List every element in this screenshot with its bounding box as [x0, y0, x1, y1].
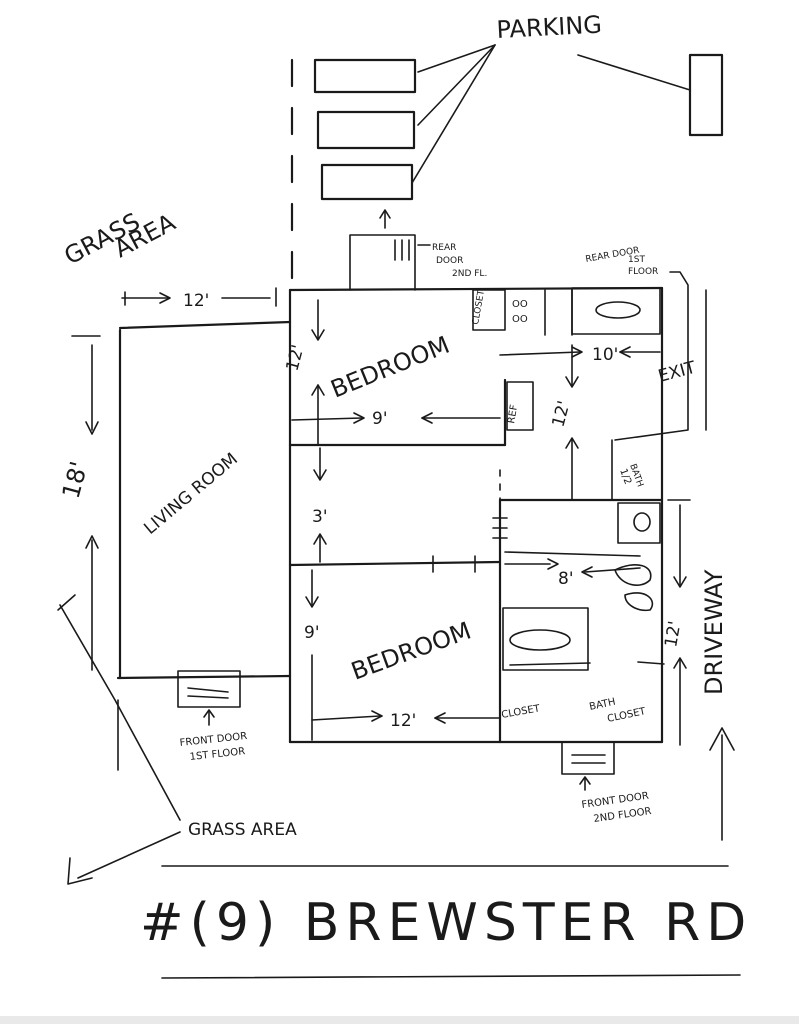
- bedroom-bottom-width-label: 12': [390, 711, 416, 731]
- bathroom: 8' CLOSET BATH CLOSET 12': [492, 498, 691, 746]
- rear-door-1st-label-2: 1ST: [628, 255, 645, 265]
- page-bottom-strip: [0, 1016, 799, 1024]
- parking-space-3: [320, 163, 414, 201]
- rear-door-2nd-label-1: REAR: [432, 243, 456, 253]
- living-room: 12' 18' LIVING ROOM: [57, 287, 292, 680]
- kitchen-width-label: 10': [592, 345, 618, 365]
- bedroom-bottom-label: BEDROOM: [347, 616, 474, 685]
- address-label: #(9) BREWSTER RD: [140, 893, 752, 953]
- stove-burner-row-1: OO: [512, 299, 528, 310]
- hall: 3': [312, 447, 328, 563]
- bath-width-label: 8': [558, 569, 574, 589]
- grass-area-top: GRASS AREA: [60, 207, 181, 270]
- rear-door-1st-label-3: FLOOR: [628, 267, 658, 277]
- rear-door-2nd-label-2: DOOR: [436, 256, 463, 266]
- front-door-1st-label-2: 1ST FLOOR: [189, 746, 246, 763]
- closet-bottom-label: CLOSET: [501, 703, 542, 721]
- parking-space-2: [316, 110, 416, 150]
- bedroom-top-width-label: 9': [372, 409, 388, 429]
- parking-label: PARKING: [496, 11, 603, 44]
- front-door-2nd: FRONT DOOR 2ND FLOOR: [561, 741, 652, 825]
- grass-area-bottom: GRASS AREA: [57, 594, 297, 885]
- bedroom-bottom: BEDROOM 9' 12': [288, 555, 502, 741]
- kitchen-length-label: 12': [549, 399, 575, 430]
- driveway-label: DRIVEWAY: [700, 569, 728, 695]
- kitchen: CLOSET OO OO 10' 12' REF: [471, 287, 661, 561]
- bath-closet-label-2: CLOSET: [606, 706, 647, 725]
- stove-burner-row-2: OO: [512, 314, 528, 325]
- bath-length-label: 12': [661, 619, 685, 648]
- bath-closet-label-1: BATH: [588, 697, 616, 713]
- hall-label: 3': [312, 507, 328, 527]
- address-block: #(9) BREWSTER RD: [140, 865, 752, 979]
- parking-area: PARKING: [313, 11, 724, 201]
- half-bath-label-1: 1/2: [617, 467, 633, 486]
- driveway: DRIVEWAY: [700, 569, 735, 841]
- front-door-2nd-label-2: 2ND FLOOR: [593, 806, 652, 825]
- rear-door-2nd-label-3: 2ND FL.: [452, 269, 487, 279]
- front-door-1st: FRONT DOOR 1ST FLOOR: [177, 670, 248, 763]
- parking-space-1: [313, 58, 417, 94]
- rear-door-2nd: REAR DOOR 2ND FL.: [349, 209, 487, 291]
- rear-door-1st: REAR DOOR 1ST FLOOR: [585, 246, 659, 277]
- bedroom-top-length-label: 12': [283, 343, 309, 374]
- living-width-label: 12': [183, 291, 209, 311]
- ref-label: REF: [506, 404, 520, 425]
- parking-space-4: [688, 53, 724, 137]
- grass-area-bottom-label: GRASS AREA: [188, 820, 297, 840]
- bedroom-bottom-length-label: 9': [304, 623, 320, 643]
- living-length-label: 18': [57, 458, 94, 501]
- bedroom-top-label: BEDROOM: [327, 331, 454, 404]
- half-bath: 1/2 BATH: [611, 439, 645, 501]
- living-room-label: LIVING ROOM: [140, 449, 241, 539]
